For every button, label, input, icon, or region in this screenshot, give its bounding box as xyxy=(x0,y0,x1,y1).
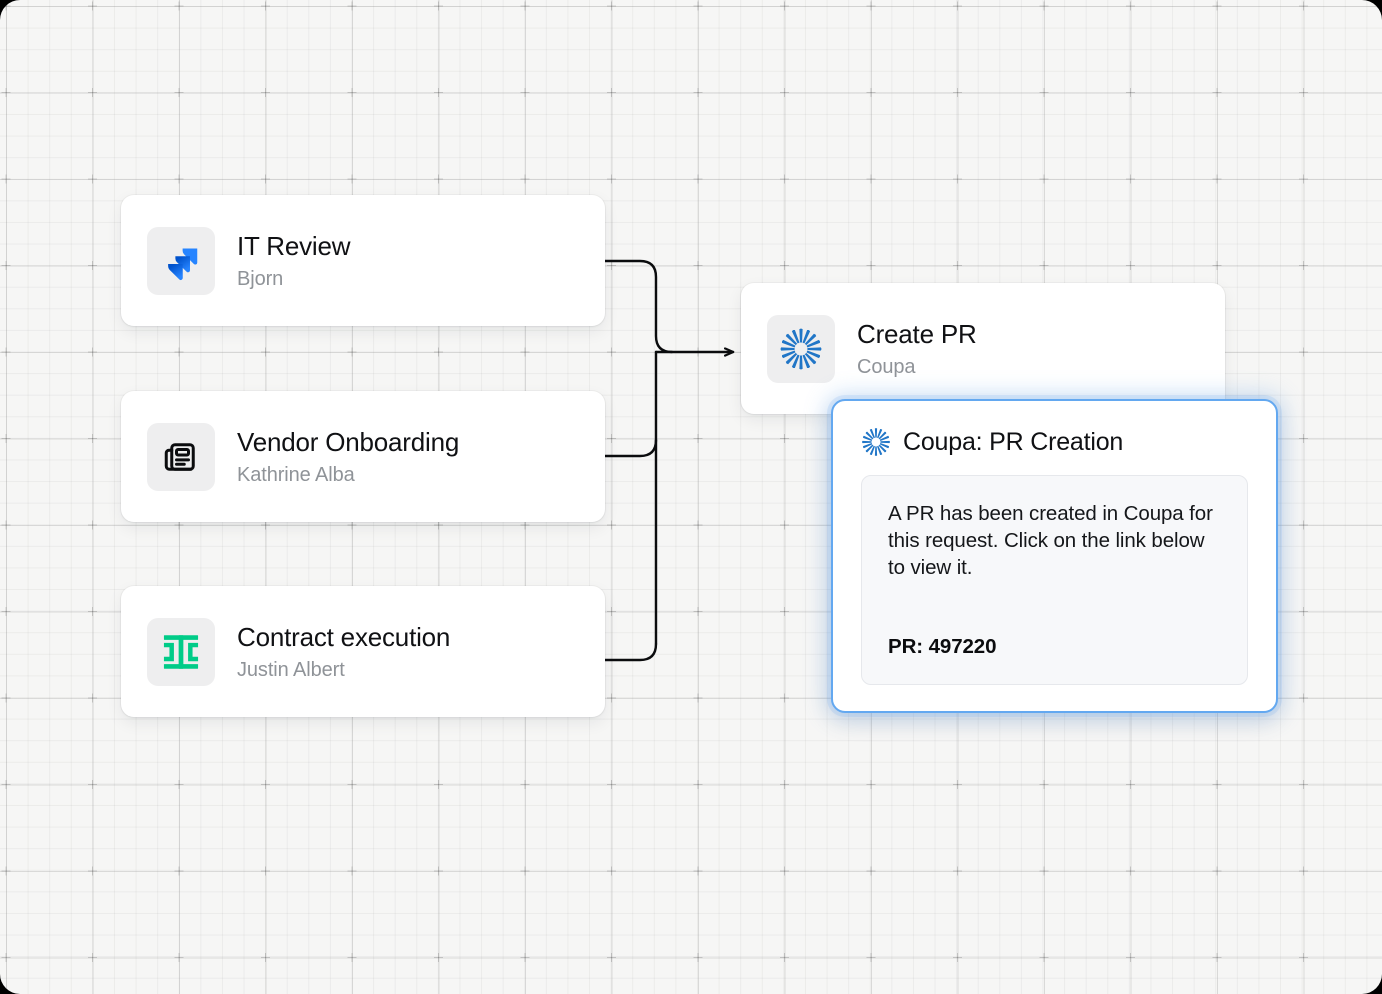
newspaper-icon xyxy=(164,442,195,471)
connector-it-review xyxy=(603,259,674,354)
popup-body: A PR has been created in Coupa for this … xyxy=(861,475,1248,685)
jira-icon xyxy=(168,248,198,280)
node-subtitle: Bjorn xyxy=(237,267,284,290)
node-icon-tile xyxy=(147,226,215,295)
node-card-it-review[interactable]: IT Review Bjorn xyxy=(121,195,605,326)
node-subtitle: Coupa xyxy=(857,355,916,378)
node-text: IT Review Bjorn xyxy=(237,230,351,292)
node-title: Vendor Onboarding xyxy=(237,426,460,457)
node-card-create-pr[interactable]: Create PR Coupa xyxy=(741,283,1225,414)
node-icon-tile xyxy=(147,422,215,491)
node-card-contract-execution[interactable]: Contract execution Justin Albert xyxy=(121,586,605,717)
coupa-flower-icon xyxy=(861,427,891,457)
node-title: IT Review xyxy=(237,230,351,261)
node-subtitle: Justin Albert xyxy=(237,658,345,681)
contract-beam-icon xyxy=(163,634,199,669)
popup-pr-number[interactable]: PR: 497220 xyxy=(888,635,997,658)
node-text: Vendor Onboarding Kathrine Alba xyxy=(237,426,459,488)
node-text: Contract execution Justin Albert xyxy=(237,621,450,683)
popup-message: A PR has been created in Coupa for this … xyxy=(888,502,1213,579)
node-card-vendor-onboarding[interactable]: Vendor Onboarding Kathrine Alba xyxy=(121,391,605,522)
popup-header: Coupa: PR Creation xyxy=(861,427,1248,457)
node-subtitle: Kathrine Alba xyxy=(237,463,355,486)
node-title: Create PR xyxy=(857,318,977,349)
popup-title: Coupa: PR Creation xyxy=(903,428,1124,456)
coupa-pr-creation-popup[interactable]: Coupa: PR Creation A PR has been created… xyxy=(831,399,1278,713)
node-text: Create PR Coupa xyxy=(857,318,977,380)
coupa-flower-icon xyxy=(780,327,822,370)
connector-contract-execution xyxy=(603,642,658,662)
node-icon-tile xyxy=(147,617,215,686)
node-title: Contract execution xyxy=(237,621,451,652)
connector-vendor-onboarding xyxy=(603,438,658,458)
node-icon-tile xyxy=(767,314,835,383)
